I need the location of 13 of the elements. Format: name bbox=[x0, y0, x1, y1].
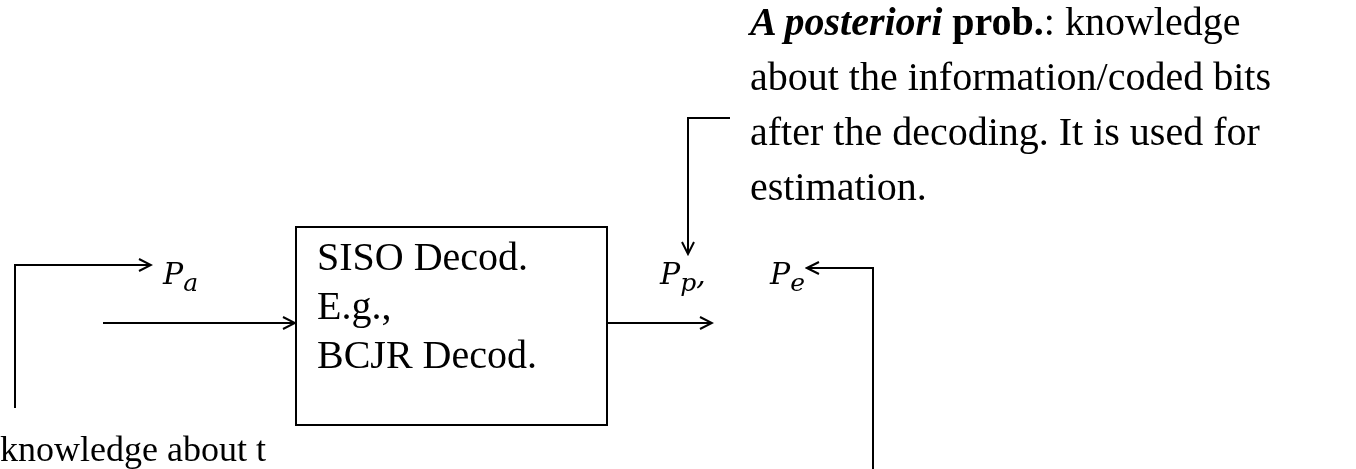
arrow bbox=[607, 316, 713, 330]
leader-arrow bbox=[681, 117, 731, 255]
box-text: E.g., bbox=[317, 282, 393, 330]
signal-label: P$_{a}$ bbox=[163, 256, 199, 292]
note-text: knowledge about t bbox=[0, 429, 266, 469]
arrow bbox=[102, 316, 296, 330]
process-box bbox=[295, 226, 608, 426]
signal-label: P$_{e}$ bbox=[770, 256, 805, 292]
arrow bbox=[14, 258, 152, 409]
arrow bbox=[806, 261, 874, 469]
annotation-text: A posteriori prob.: knowledge about the information/coded bits after the decoding. It is used for estimation. bbox=[730, 0, 1330, 214]
box-text: SISO Decod. bbox=[317, 233, 530, 281]
box-text: BCJR Decod. bbox=[317, 331, 538, 379]
